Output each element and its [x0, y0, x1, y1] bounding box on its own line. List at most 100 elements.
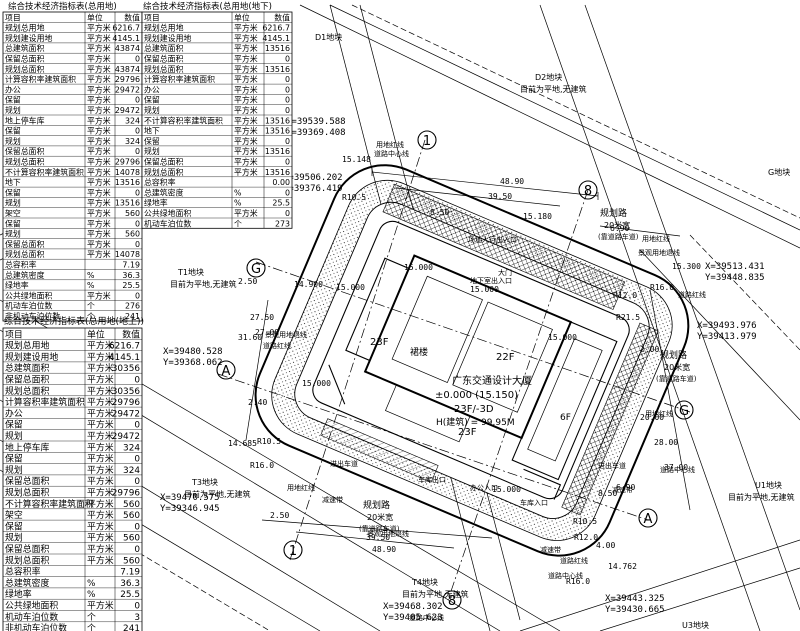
table-above-cell: 规划总面积 [5, 487, 49, 499]
table-total-cell: 平方米 [87, 177, 111, 187]
table-above-cell: 保留总面积 [5, 475, 49, 487]
plot-u3: U3地块 [682, 620, 709, 630]
table-underground-cell: 0 [285, 85, 290, 94]
table-total-cell: 平方米 [87, 126, 111, 136]
table-underground-cell: 0 [285, 158, 290, 167]
plot-d2: D2地块 [535, 72, 562, 82]
table-total-cell: 0 [135, 188, 140, 197]
table-underground-cell: 绿地率 [144, 198, 168, 208]
table-underground-cell: 0 [285, 75, 290, 84]
table-above-cell: 不计算容积率建筑面积 [5, 498, 94, 510]
table-underground-cell: 平方米 [234, 126, 258, 136]
table-underground-cell: 规划总面积 [144, 167, 184, 177]
coord-7-x: X=39468.302 [383, 602, 443, 612]
table-above-cell: 计算容积率建筑面积 [5, 396, 85, 408]
table-above-cell: 36.3 [120, 579, 140, 589]
table-underground-cell: % [234, 199, 242, 208]
label-22f: 22F [496, 352, 515, 363]
road-label-2-width: 20米宽 [664, 362, 690, 372]
radius-16-0-b: R16.0 [250, 461, 274, 470]
plot-u1: U1地块 [755, 480, 782, 490]
coord-2-x: X=39506.202 [283, 173, 343, 183]
table-total-cell: 324 [125, 116, 140, 125]
indicator-table-above: 综合技术经济指标表(总用地(地上)) 项目单位数值规划总用地平方米6216.7规… [2, 315, 144, 631]
axis-8-bottom: 8 [448, 594, 456, 609]
table-underground-cell: 0 [285, 55, 290, 64]
table-total-cell: 平方米 [87, 239, 111, 249]
table-underground-cell: 平方米 [234, 84, 258, 94]
table-underground-cell: 平方米 [234, 157, 258, 167]
building-annotation: 广东交通设计大厦 ±0.000 (15.150) 23F/-3D H(建筑) =… [370, 337, 571, 438]
table-above-cell: 0 [134, 455, 140, 465]
road-label-3-width: 20米宽 [367, 512, 393, 522]
speed-bump-2: 减速带 [322, 495, 343, 504]
plot-d2-status: 目前为平地,无建筑 [520, 84, 587, 94]
table-total-cell: 平方米 [87, 198, 111, 208]
table-above-cell: 平方米 [87, 374, 114, 386]
table-total-cell: 计算容积率建筑面积 [5, 74, 76, 84]
coord-3-x: X=39513.431 [705, 262, 765, 272]
table-underground-cell: 0.00 [272, 178, 290, 187]
table-total-cell: 平方米 [87, 43, 111, 53]
site-boundary [254, 164, 690, 557]
table-above-cell: 25.5 [120, 590, 140, 600]
table-total-cell: 25.5 [122, 281, 140, 290]
table-total-title: 综合技术经济指标表(总用地) [8, 1, 117, 12]
table-total-cell: 29796 [115, 158, 140, 167]
coord-8-x: X=39443.325 [605, 594, 665, 604]
center-line-2: 道路中心线 [660, 465, 695, 474]
table-underground-cell: 机动车泊位数 [144, 218, 191, 228]
table-underground-cell: 规划建设用地 [144, 33, 191, 43]
table-total-header-cell: 单位 [87, 12, 103, 22]
table-total-cell: 0 [135, 55, 140, 64]
center-line-1: 道路中心线 [374, 149, 409, 158]
coord-1-y: Y=39369.408 [286, 128, 346, 138]
table-above-cell: 平方米 [87, 475, 114, 487]
table-total-cell: 保留 [5, 95, 21, 105]
elev-15-180: 15.180 [523, 212, 552, 221]
radius-10-5-a: R10.5 [342, 193, 366, 202]
table-total-cell: 0 [135, 219, 140, 228]
red-line-4: 用地红线 [287, 483, 315, 492]
coord-8-y: Y=39430.665 [605, 605, 665, 615]
table-underground-cell: 公共绿地面积 [144, 208, 191, 218]
table-above-cell: % [87, 579, 95, 589]
table-total-cell: 平方米 [87, 74, 111, 84]
table-underground-frame [141, 11, 293, 229]
table-underground-cell: 平方米 [234, 54, 258, 64]
dim-6-90-b: 6.90 [616, 483, 635, 492]
dim-48-90-top: 48.90 [500, 177, 524, 186]
road-label-2: 规划路 [660, 349, 687, 361]
road-label-1: 规划路 [600, 207, 627, 219]
table-total-cell: 个 [87, 302, 95, 311]
table-total-cell: 7.19 [122, 261, 140, 270]
table-above-cell: 平方米 [87, 543, 114, 555]
label-6f: 6F [560, 413, 571, 423]
table-above-cell: 平方米 [87, 362, 114, 374]
table-total-cell: 29796 [115, 75, 140, 84]
table-above-cell: 保留 [5, 419, 23, 431]
table-total-cell: 13516 [115, 199, 140, 208]
table-underground-cell: 保留 [144, 136, 160, 146]
coord-5-x: X=39480.528 [163, 347, 223, 357]
table-underground-header-cell: 数值 [274, 12, 290, 22]
table-underground-cell: 平方米 [234, 136, 258, 146]
plot-u1-status: 目前为平地,无建筑 [728, 492, 795, 502]
table-above-cell: 平方米 [87, 498, 114, 510]
table-underground-cell: 办公 [144, 84, 160, 94]
table-underground-cell: 地下 [144, 126, 160, 136]
table-underground-cell: 总容积率 [144, 177, 176, 187]
table-total-cell: 平方米 [87, 23, 111, 33]
table-underground-cell: 规划 [144, 146, 160, 156]
dim-2-50-bottom: 2.50 [270, 511, 289, 520]
table-above-cell: 规划总面积 [5, 554, 49, 566]
table-above-cell: 平方米 [87, 600, 114, 612]
table-total-cell: 架空 [5, 208, 21, 218]
table-above-cell: 30356 [112, 364, 141, 374]
table-total-cell: 14078 [115, 168, 140, 177]
table-total-cell: 平方米 [87, 33, 111, 43]
red-line-2: 用地红线 [642, 234, 670, 243]
indicator-table-total: 综合技术经济指标表(总用地) 综合技术经济指标表(总用地(地下) 项目单位数值规… [2, 1, 293, 322]
dim-2-50-a: 2.50 [238, 277, 257, 286]
table-total-cell: 平方米 [87, 84, 111, 94]
